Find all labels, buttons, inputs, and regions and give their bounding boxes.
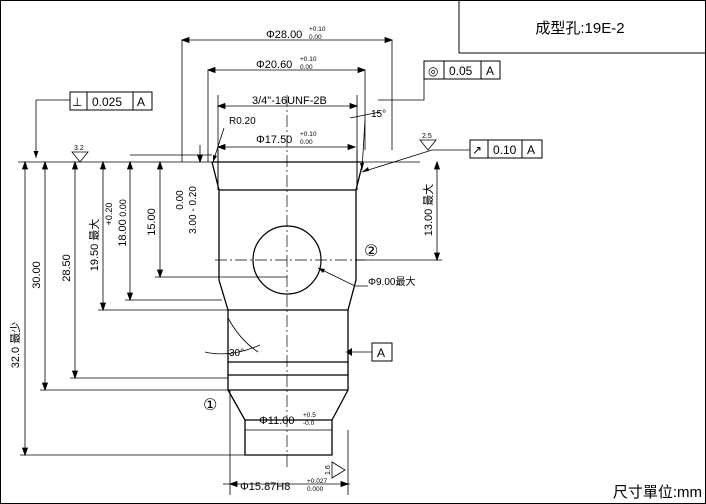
dim-bore-main: Φ11.00 [259,415,295,427]
dim-radius: R0.20 [229,116,256,127]
arrowheads-misc [33,151,369,356]
height-dim-lines [20,145,442,457]
dim-h-3000: 30.00 [31,261,43,289]
dim-h-1800-lower: 0.00 [118,199,128,217]
perpendicularity-tolerance: 0.025 [92,95,122,109]
part-title: 成型孔:19E-2 [535,20,624,37]
units-note: 尺寸單位:mm [613,484,702,501]
surface-finish-symbols [71,139,437,479]
dim-hole-dia: Φ9.00最大 [368,275,415,288]
dim-h-2850: 28.50 [61,254,73,282]
leaders [35,70,470,355]
dim-h-1800: 18.00 +0.20 0.00 [104,199,129,247]
runout-tolerance: 0.10 [493,143,517,157]
dim-top-dia-lower: 0.00 [309,34,322,41]
surface-finish-top-left: 3.2 [74,145,84,152]
dim-2060: Φ20.60 +0.10 0.00 [256,56,317,71]
dim-h-0320-upper: 0.00 [175,190,186,210]
dim-h-1800-main: 18.00 [117,219,129,247]
dim-base-lower: 0.000 [307,486,324,493]
concentricity-icon: ◎ [428,64,438,78]
dim-1750-lower: 0.00 [300,139,313,146]
thread-bore [217,150,358,190]
perpendicularity-datum: A [137,95,145,109]
dim-base: Φ15.87H8 +0.027 0.000 [240,478,327,493]
dim-angle-30: 30° [229,348,244,359]
runout-icon: ↗ [472,143,482,157]
dim-h-1950: 19.50 最大 [87,219,101,272]
dim-base-upper: +0.027 [307,478,327,485]
dim-h-3200: 32.0 最少 [9,322,22,368]
surface-finish-top-right: 2.5 [422,133,432,140]
marker-circle-2: ② [364,243,378,260]
dim-2060-main: Φ20.60 [256,59,292,71]
concentricity-tolerance: 0.05 [449,64,473,78]
dim-2060-upper: +0.10 [300,56,317,63]
perpendicularity-icon: ⊥ [72,95,82,109]
datum-a-label: A [377,346,385,360]
center-lines [215,95,365,470]
dim-1750-upper: +0.10 [300,131,317,138]
fcf-concentricity: ◎ 0.05 A [423,60,501,80]
fcf-runout: ↗ 0.10 A [469,139,543,159]
width-dim-lines [180,36,394,495]
part-outline [211,161,364,456]
marker-circle-1: ① [203,397,217,414]
concentricity-datum: A [486,64,494,78]
dim-h-1300: 13.00 最大 [421,184,435,237]
runout-datum: A [527,143,535,157]
surface-finish-bottom: 1.6 [325,465,332,475]
datum-a-box: A [371,342,393,362]
dim-h-1500: 15.00 [146,208,158,236]
dim-h-1800-upper: +0.20 [104,203,114,226]
dim-1750-main: Φ17.50 [256,134,292,146]
dim-base-main: Φ15.87H8 [240,481,290,493]
dim-1750: Φ17.50 +0.10 0.00 [256,131,317,146]
dim-bore: Φ11.00 +0.5 -0.0 [259,412,316,427]
dim-angle-top: 15° [371,109,386,120]
dim-top-dia-upper: +0.10 [309,26,326,33]
dim-bore-upper: +0.5 [303,412,316,419]
dim-h-0320-lower: 3.00 - 0.20 [188,186,199,234]
fcf-perpendicularity: ⊥ 0.025 A [69,91,153,111]
dim-h-0320: 0.00 3.00 - 0.20 [175,186,199,234]
dim-top-dia-main: Φ28.00 [266,29,302,41]
dim-2060-lower: 0.00 [300,64,313,71]
dim-bore-lower: -0.0 [303,420,315,427]
dim-top-dia: Φ28.00 +0.10 0.00 [266,26,326,41]
dim-thread: 3/4"-16UNF-2B [252,95,327,107]
